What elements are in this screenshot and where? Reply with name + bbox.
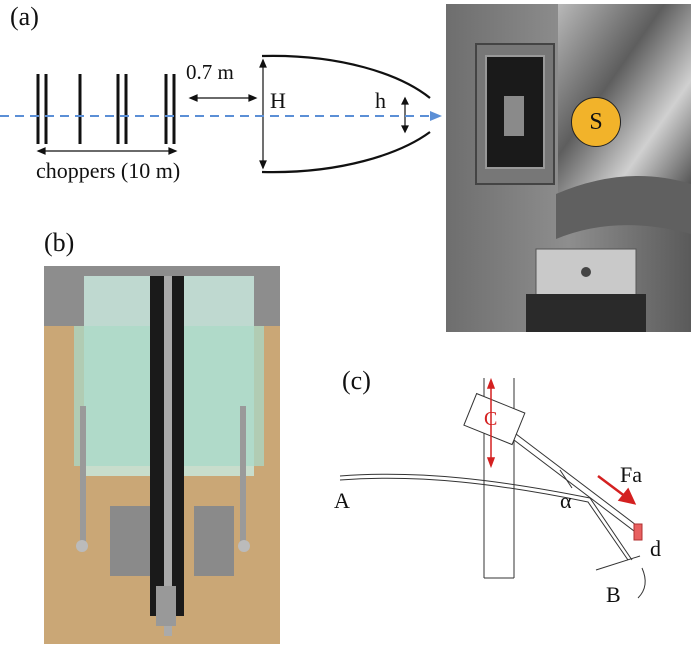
chopper-bars bbox=[36, 74, 176, 144]
distance-label: 0.7 m bbox=[186, 60, 234, 84]
apparatus-photo bbox=[44, 266, 280, 644]
B-arc bbox=[637, 567, 646, 599]
C-block bbox=[463, 392, 526, 446]
sample-chamber-photo bbox=[446, 4, 691, 332]
sample-marker: S bbox=[571, 97, 621, 147]
sample-marker-label: S bbox=[589, 108, 603, 135]
H-label: H bbox=[270, 88, 286, 113]
A-label: A bbox=[334, 488, 350, 513]
B-label: B bbox=[606, 582, 621, 607]
probe-arm bbox=[513, 433, 641, 535]
choppers-label: choppers (10 m) bbox=[36, 158, 181, 183]
probe-tip bbox=[633, 523, 643, 541]
chopper-span-arrow bbox=[36, 147, 178, 155]
beam-arrowhead bbox=[430, 111, 442, 121]
sample-beam bbox=[339, 473, 641, 571]
d-label: d bbox=[650, 536, 661, 561]
panel-b-label: (b) bbox=[44, 228, 75, 257]
h-label: h bbox=[375, 88, 386, 113]
H-arrow bbox=[259, 58, 267, 170]
distance-arrow bbox=[188, 94, 258, 102]
alpha-label: α bbox=[560, 488, 572, 513]
Fa-label: Fa bbox=[620, 462, 642, 487]
vertical-motion-arrow bbox=[486, 377, 496, 469]
C-label: C bbox=[484, 408, 498, 430]
panel-a-label: (a) bbox=[10, 2, 39, 31]
alpha-reference bbox=[559, 469, 573, 489]
focusing-guide bbox=[261, 54, 431, 174]
force-arrow bbox=[597, 475, 637, 505]
panel-c-label: (c) bbox=[342, 366, 371, 395]
